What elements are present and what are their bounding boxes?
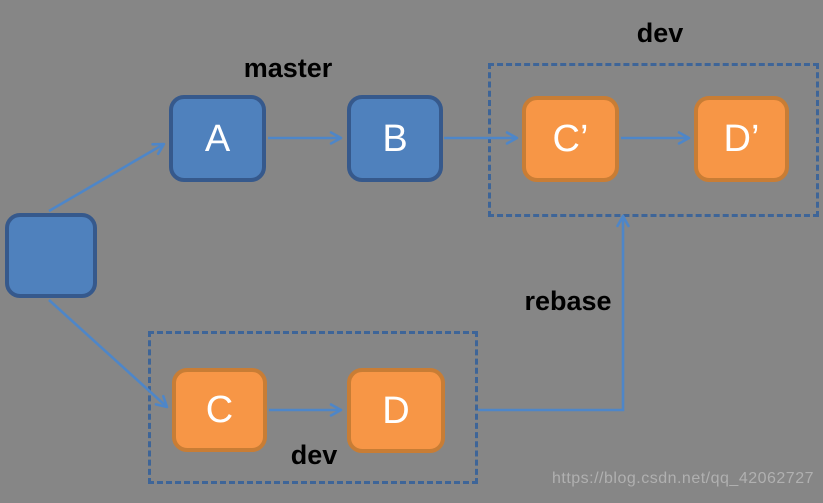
commit-node-d-label: D — [382, 389, 410, 432]
commit-node-c: C — [172, 368, 267, 452]
commit-node-c-label: C — [205, 389, 234, 431]
commit-node-a: A — [169, 95, 266, 182]
dev-branch-label-top: dev — [636, 18, 684, 48]
commit-node-root — [5, 213, 97, 298]
rebase-label: rebase — [524, 286, 612, 316]
dev-branch-box-top — [488, 63, 819, 217]
commit-node-b-label: B — [382, 117, 408, 160]
commit-node-d: D — [347, 368, 445, 453]
commit-node-d-prime: D’ — [694, 96, 789, 182]
commit-node-d-prime-label: D’ — [723, 118, 760, 160]
commit-node-c-prime: C’ — [522, 96, 619, 182]
commit-node-b: B — [347, 95, 443, 182]
watermark-url: https://blog.csdn.net/qq_42062727 — [551, 470, 814, 487]
dev-branch-label-bottom: dev — [290, 440, 338, 470]
commit-node-a-label: A — [204, 117, 231, 160]
master-branch-label: master — [243, 53, 333, 83]
edge-root-to-a — [48, 142, 166, 213]
commit-node-c-prime-label: C’ — [552, 118, 589, 160]
